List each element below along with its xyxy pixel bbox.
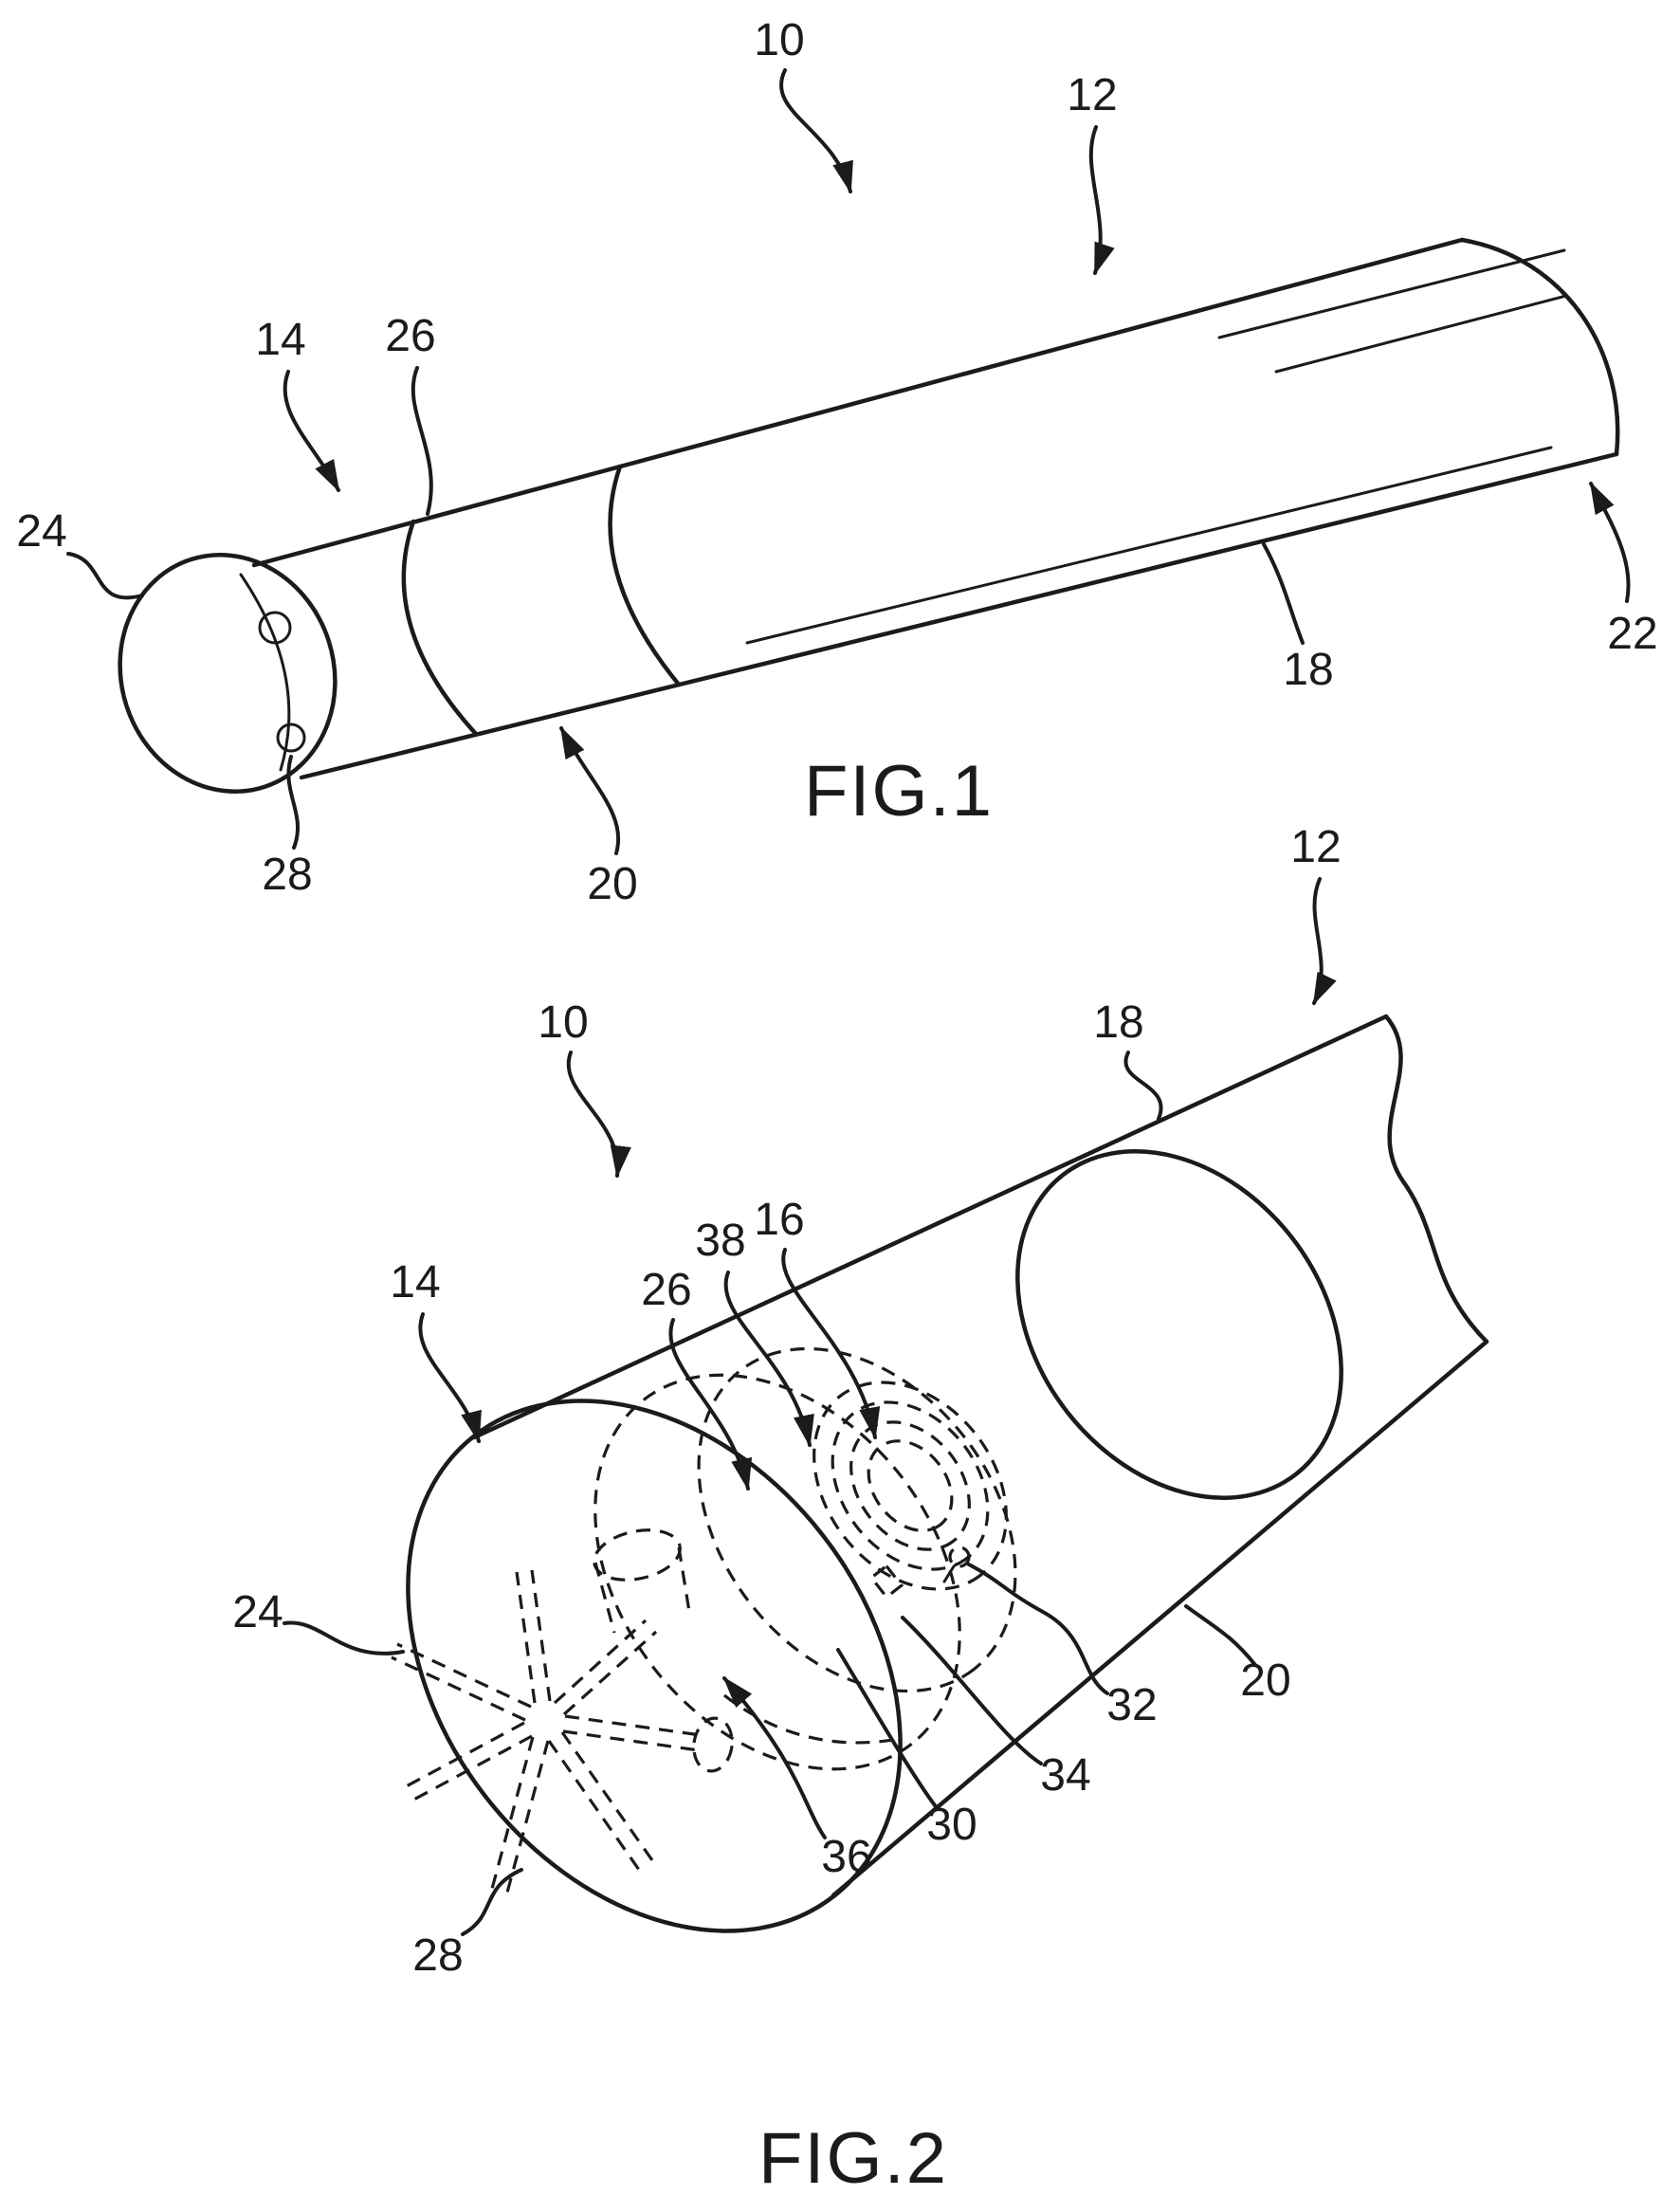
fig2-ref-28: 28: [412, 1930, 463, 1981]
fig2-ref-14: 14: [390, 1257, 440, 1308]
fig1-section-arc-1: [401, 519, 479, 737]
fig1-ref-20: 20: [587, 859, 637, 909]
fig2-leader-32: [967, 1563, 1109, 1695]
fig1-leader-22: [1589, 481, 1631, 603]
figure-2: 12 18 10 14 26 38 16 24 20 32 34 30 36 2…: [232, 822, 1489, 2195]
fig1-section-arc-2: [608, 464, 682, 687]
fig2-star-channels: [391, 1569, 702, 1893]
fig2-leader-12: [1312, 877, 1337, 1006]
fig2-leader-30: [836, 1648, 937, 1807]
fig2-ref-38: 38: [695, 1216, 745, 1266]
fig1-ref-18: 18: [1283, 645, 1333, 695]
fig1-leader-28: [286, 755, 300, 850]
fig1-caption: FIG.1: [804, 751, 994, 832]
fig2-ring-4: [867, 1439, 954, 1532]
fig1-tip-cap: [118, 553, 338, 794]
fig2-leader-28: [461, 1868, 523, 1936]
figure-1: 10 12 14 26 24 28 20 18 22 FIG.1: [16, 15, 1657, 909]
fig2-ref-24: 24: [232, 1587, 283, 1637]
fig1-surface-highlight-1: [1217, 248, 1566, 339]
fig2-caption: FIG.2: [758, 2118, 948, 2195]
fig1-leader-18: [1262, 542, 1305, 645]
fig2-recess-outer-dashed: [593, 1373, 961, 1771]
fig2-leader-14: [418, 1312, 482, 1444]
fig1-ref-22: 22: [1607, 609, 1657, 659]
fig2-ring-1: [813, 1381, 1008, 1591]
fig1-leader-24: [66, 552, 144, 600]
fig1-ref-14: 14: [255, 315, 305, 365]
fig2-catheter-body: [406, 1014, 1489, 1933]
fig2-recess-inner-dashed: [697, 1346, 1017, 1693]
fig2-top-edge: [471, 1014, 1389, 1440]
fig1-leader-12: [1088, 125, 1115, 276]
fig1-top-edge: [251, 237, 1465, 568]
fig1-leader-10: [779, 68, 853, 194]
fig2-ref-18: 18: [1093, 997, 1143, 1048]
fig2-bottom-edge: [831, 1339, 1489, 1898]
fig2-pin-detail-line: [942, 1564, 956, 1583]
fig1-distal-end-arc: [1459, 237, 1620, 457]
fig2-ring-2: [831, 1400, 990, 1571]
fig2-leader-10: [566, 1051, 631, 1179]
fig2-ref-30: 30: [926, 1800, 977, 1850]
fig2-ref-10: 10: [538, 997, 588, 1048]
fig1-surface-highlight-2: [1274, 294, 1568, 374]
fig2-leader-36: [722, 1676, 827, 1839]
fig1-catheter-body: [118, 237, 1620, 794]
fig2-ref-36: 36: [821, 1832, 871, 1882]
fig2-recess-bottom-arc: [723, 1693, 900, 1745]
fig2-lateral-lumen-cap: [692, 1716, 734, 1773]
fig2-ref-20: 20: [1240, 1655, 1290, 1706]
fig2-leader-18: [1123, 1051, 1163, 1121]
fig1-ref-26: 26: [385, 311, 435, 361]
fig2-inner-section-ellipse: [1015, 1149, 1343, 1500]
fig2-pin-detail: [948, 1546, 971, 1568]
fig2-hidden-structure: [391, 1346, 1017, 1893]
fig1-port-upper: [258, 611, 292, 645]
fig1-cap-face-contour: [239, 573, 291, 772]
fig2-ref-12: 12: [1290, 822, 1341, 872]
fig1-surface-highlight-3: [745, 446, 1553, 645]
fig2-leader-34: [901, 1616, 1043, 1765]
fig2-upright-lumen: [593, 1528, 692, 1634]
fig2-ref-26: 26: [641, 1265, 691, 1315]
fig1-leader-20: [559, 725, 621, 855]
fig1-leader-14: [283, 370, 340, 493]
fig2-leader-16: [781, 1248, 881, 1440]
fig1-ref-28: 28: [262, 850, 312, 900]
fig1-ref-10: 10: [754, 15, 804, 65]
fig1-leader-26: [411, 366, 433, 516]
fig2-leader-20: [1184, 1604, 1257, 1667]
fig2-leaders: [283, 877, 1337, 1936]
fig2-reference-numerals: 12 18 10 14 26 38 16 24 20 32 34 30 36 2…: [232, 822, 1341, 1981]
fig1-ref-12: 12: [1067, 70, 1117, 120]
fig2-leader-26: [668, 1318, 753, 1491]
fig2-break-line: [1383, 1014, 1489, 1344]
fig2-ref-34: 34: [1040, 1750, 1090, 1801]
fig1-port-lower: [276, 723, 306, 753]
fig2-leader-24: [283, 1620, 405, 1655]
fig2-ref-32: 32: [1106, 1680, 1157, 1730]
fig2-ref-16: 16: [754, 1195, 804, 1245]
fig2-clip-detail: [868, 1564, 904, 1600]
fig1-reference-numerals: 10 12 14 26 24 28 20 18 22: [16, 15, 1657, 909]
fig1-leaders: [66, 68, 1631, 855]
fig1-ref-24: 24: [16, 506, 66, 557]
fig1-bottom-edge: [299, 451, 1619, 780]
fig2-leader-38: [723, 1271, 814, 1448]
